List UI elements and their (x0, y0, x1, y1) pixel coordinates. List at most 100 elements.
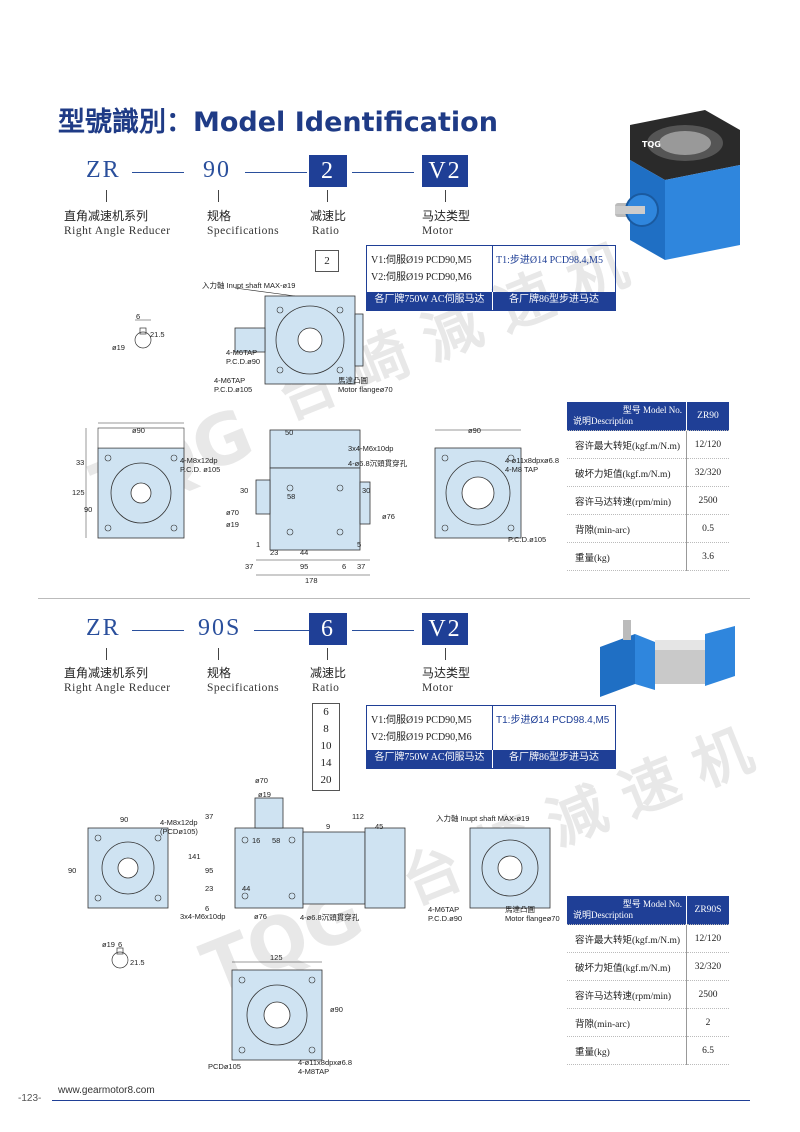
m1-d19: ø19 (226, 520, 239, 529)
m2-d90r: ø90 (330, 1005, 343, 1014)
gear-reducer-photo-1: TQG (615, 110, 740, 260)
table-row: 容许马达转速(rpm/min)2500 (567, 486, 729, 515)
m2-spec-value: 2 (686, 1008, 729, 1037)
m2-ratio-item: 10 (320, 740, 332, 752)
table-row: 重量(kg)3.6 (567, 542, 729, 571)
m2-d58: 58 (272, 836, 281, 845)
photo-logo-1: TQG (642, 140, 661, 149)
m2-key-21: 21.5 (130, 958, 145, 967)
m1-spec-value: 2500 (686, 486, 729, 515)
m2-ratio-item: 20 (320, 774, 332, 786)
m1-spec-cn: 规格 (207, 209, 232, 223)
m2-spec-label: 容许最大转矩(kgf.m/N.m) (567, 924, 687, 953)
m1-spec-label: 容许最大转矩(kgf.m/N.m) (567, 430, 687, 459)
m1-spec-table: 型号 Model No. 说明Description ZR90 容许最大转矩(k… (567, 402, 729, 571)
m2-d9: 9 (326, 822, 331, 831)
m1-d33: 33 (76, 458, 85, 467)
m2-d23: 23 (205, 884, 214, 893)
m2-spec-value: 32/320 (686, 952, 729, 981)
m1-d70: ø70 (226, 508, 239, 517)
m1-spec-header-model: 型号 Model No. (622, 405, 682, 415)
m2-motor-v1: V1:伺服Ø19 PCD90,M5 (371, 715, 472, 726)
m2-m6x10dp: 3x4-M6x10dp (180, 912, 226, 921)
m1-spec-code: 90 (203, 157, 231, 183)
m1-d178: 178 (305, 576, 318, 585)
m2-d90v: 90 (68, 866, 77, 875)
footer-url[interactable]: www.gearmotor8.com (58, 1085, 155, 1096)
m1-d1: 1 (256, 540, 261, 549)
m2-d90: 90 (120, 815, 129, 824)
m2-key-6: 6 (118, 940, 123, 949)
m2-spec-value: 12/120 (686, 924, 729, 953)
m2-d6: 6 (205, 904, 210, 913)
m1-spec-header-value: ZR90 (686, 402, 729, 431)
m2-ratio-item: 6 (323, 706, 329, 718)
m2-d19: ø19 (258, 790, 271, 799)
m2-m6tap: 4-M6TAP P.C.D.ø90 (428, 905, 463, 923)
m1-motor-flange: 馬達凸圓 Motor flangeø70 (338, 376, 393, 394)
m2-spec-label: 破坏力矩值(kgf.m/N.m) (567, 952, 687, 981)
m1-dash-1 (132, 172, 184, 173)
m2-m11x8dp: 4-ø11x8dpxø6.8 4-M8TAP (298, 1058, 353, 1076)
m1-spec-header-desc: 说明Description (573, 416, 633, 426)
m1-d5: 5 (357, 540, 362, 549)
m1-m11x8dp: 4-ø11x8dpxø6.8 4-M8 TAP (505, 456, 560, 474)
m2-d76: ø76 (254, 912, 267, 921)
m1-ratio-code: 2 (309, 155, 347, 187)
m1-d23: 23 (270, 548, 279, 557)
m1-spec-value: 12/120 (686, 430, 729, 459)
m1-series-en: Right Angle Reducer (64, 225, 171, 237)
m1-tick-1 (106, 190, 107, 202)
m1-key-21: 21.5 (150, 330, 165, 339)
m1-spec-value: 0.5 (686, 514, 729, 543)
m2-d45: 45 (375, 822, 384, 831)
m2-motor-t1: T1:步进Ø14 PCD98.4,M5 (496, 715, 610, 726)
m2-series-code: ZR (86, 615, 121, 641)
m2-tick-1 (106, 648, 107, 660)
m1-tick-4 (445, 190, 446, 202)
m1-motor-code: V2 (422, 155, 468, 187)
m2-spec-value: 6.5 (686, 1036, 729, 1065)
m1-d37b: 37 (357, 562, 366, 571)
m1-m6tap-105: 4-M6TAP P.C.D.ø105 (214, 376, 253, 394)
m1-spec-label: 背隙(min-arc) (567, 514, 687, 543)
table-row: 破坏力矩值(kgf.m/N.m)32/320 (567, 458, 729, 487)
m2-dash-1 (132, 630, 184, 631)
m2-m8x12dp: 4-M8x12dp (PCDø105) (160, 818, 198, 836)
m1-drawing-main (85, 422, 522, 576)
m2-d125: 125 (270, 953, 283, 962)
table-row: 容许最大转矩(kgf.m/N.m)12/120 (567, 430, 729, 459)
m2-drawing-main (87, 797, 551, 1061)
m2-motor-code: V2 (422, 613, 468, 645)
m2-motor-en: Motor (422, 682, 454, 694)
m1-d50: 50 (285, 428, 294, 437)
m2-series-cn: 直角减速机系列 (64, 666, 149, 680)
m1-dash-3 (352, 172, 414, 173)
m1-d58: 58 (287, 492, 296, 501)
m2-key-19: ø19 (102, 940, 115, 949)
m2-ratio-item: 14 (320, 757, 332, 769)
m1-spec-label: 容许马达转速(rpm/min) (567, 486, 687, 515)
m2-tick-3 (327, 648, 328, 660)
m1-ratio-item: 2 (324, 255, 330, 267)
m1-dash-2 (245, 172, 307, 173)
m2-spec-label: 容许马达转速(rpm/min) (567, 980, 687, 1009)
m1-motor-cn: 马达类型 (422, 209, 471, 223)
m1-drawing-top (134, 287, 364, 385)
m1-counterbore: 4-ø6.8沉頭貫穿孔 (348, 459, 408, 468)
m1-series-code: ZR (86, 157, 121, 183)
m1-m8x12dp: 4-M8x12dp P.C.D. ø105 (180, 456, 221, 474)
page-title: 型號識別：Model Identification (58, 107, 498, 138)
m1-m6tap-90: 4-M6TAP P.C.D.ø90 (226, 348, 261, 366)
m1-input-shaft: 入力軸 Inupt shaft MAX-ø19 (202, 281, 296, 290)
section-separator (38, 598, 750, 599)
m2-d44: 44 (242, 884, 251, 893)
m2-motor-flange: 馬達凸圓 Motor flangeø70 (505, 905, 560, 923)
page-number: -123- (18, 1093, 42, 1104)
m2-dash-2 (254, 630, 309, 631)
m2-motor-foot-step: 各厂牌86型步进马达 (493, 750, 615, 768)
m2-motor-table: V1:伺服Ø19 PCD90,M5 V2:伺服Ø19 PCD90,M6 T1:步… (366, 705, 616, 769)
m1-spec-en: Specifications (207, 225, 280, 237)
m2-input-shaft: 入力軸 Inupt shaft MAX-ø19 (436, 814, 530, 823)
m1-tick-2 (218, 190, 219, 202)
